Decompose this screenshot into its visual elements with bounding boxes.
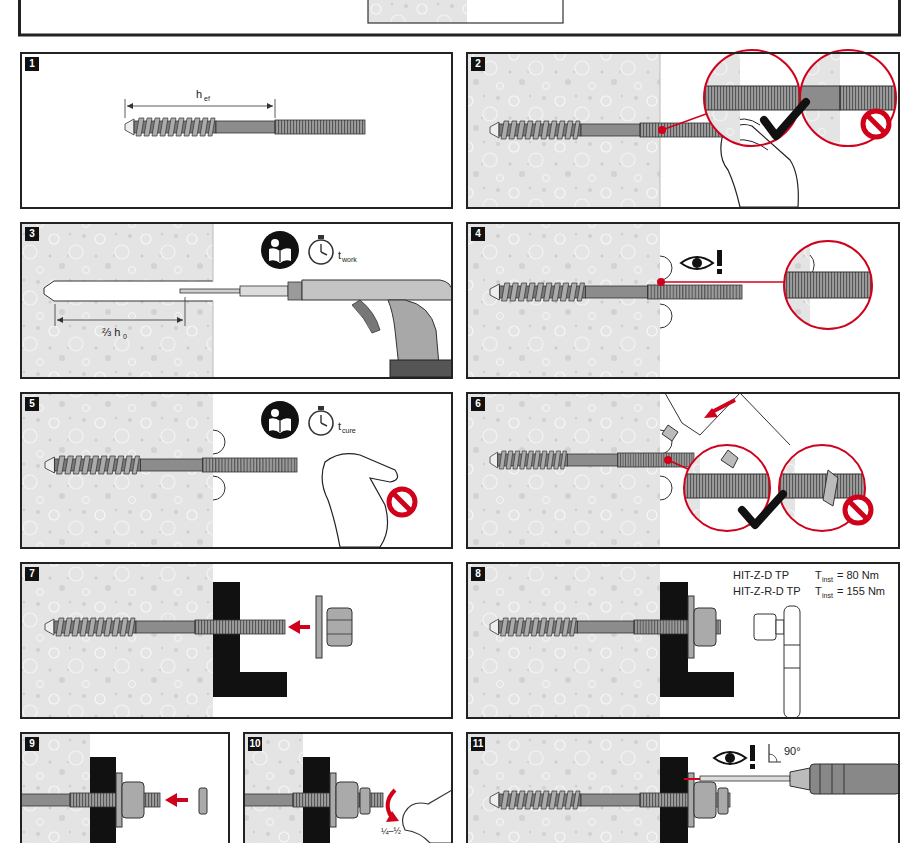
step-panel: 8 bbox=[466, 562, 900, 719]
time-label: t bbox=[338, 250, 341, 261]
step-number: 11 bbox=[471, 737, 485, 751]
step-number: 10 bbox=[248, 737, 262, 751]
step-panel: 11 bbox=[466, 732, 900, 843]
torque-value: = 80 Nm bbox=[837, 570, 879, 581]
dimension-label: h bbox=[196, 89, 202, 100]
step-2-art bbox=[467, 46, 900, 207]
step-panel: 7 bbox=[20, 562, 453, 719]
step-3-art bbox=[21, 223, 451, 377]
step-number: 9 bbox=[25, 737, 39, 751]
step-panel: 1 bbox=[20, 52, 453, 209]
step-11-art bbox=[467, 733, 898, 843]
step-panel: 3 bbox=[20, 222, 453, 379]
step-5-art bbox=[21, 393, 415, 547]
time-subscript: work bbox=[342, 256, 357, 263]
turn-amount: ¼–½ bbox=[381, 827, 401, 836]
angle-label: 90° bbox=[784, 746, 801, 757]
top-frame bbox=[20, 0, 900, 35]
step-panel: 2 bbox=[466, 52, 900, 209]
dimension-label: ⅔ h bbox=[102, 327, 120, 338]
torque-symbol: T bbox=[815, 570, 822, 581]
step-panel: 9 bbox=[20, 732, 230, 843]
time-subscript: cure bbox=[342, 427, 356, 434]
step-number: 7 bbox=[25, 567, 39, 581]
dimension-subscript: 0 bbox=[123, 333, 127, 340]
step-panel: 5 bbox=[20, 392, 453, 549]
step-number: 8 bbox=[471, 567, 485, 581]
torque-subscript: inst bbox=[822, 592, 833, 599]
step-panel: 6 bbox=[466, 392, 900, 549]
step-number: 6 bbox=[471, 397, 485, 411]
product-name: HIT-Z-D TP bbox=[733, 570, 789, 581]
step-8-art bbox=[467, 563, 800, 717]
step-panel: 10 bbox=[243, 732, 453, 843]
torque-symbol: T bbox=[815, 586, 822, 597]
step-10-art bbox=[244, 733, 451, 843]
step-9-art bbox=[21, 733, 207, 843]
torque-subscript: inst bbox=[822, 576, 833, 583]
torque-value: = 155 Nm bbox=[837, 586, 885, 597]
product-name: HIT-Z-R-D TP bbox=[733, 586, 801, 597]
step-number: 4 bbox=[471, 227, 485, 241]
step-number: 3 bbox=[25, 227, 39, 241]
step-7-art bbox=[21, 563, 352, 717]
time-label: t bbox=[338, 421, 341, 432]
step-4-art bbox=[467, 223, 880, 377]
step-number: 1 bbox=[25, 57, 39, 71]
step-6-art bbox=[467, 393, 875, 547]
step-panel: 4 bbox=[466, 222, 900, 379]
anchor-rod bbox=[125, 99, 365, 136]
step-number: 5 bbox=[25, 397, 39, 411]
dimension-subscript: ef bbox=[204, 95, 210, 102]
step-number: 2 bbox=[471, 57, 485, 71]
